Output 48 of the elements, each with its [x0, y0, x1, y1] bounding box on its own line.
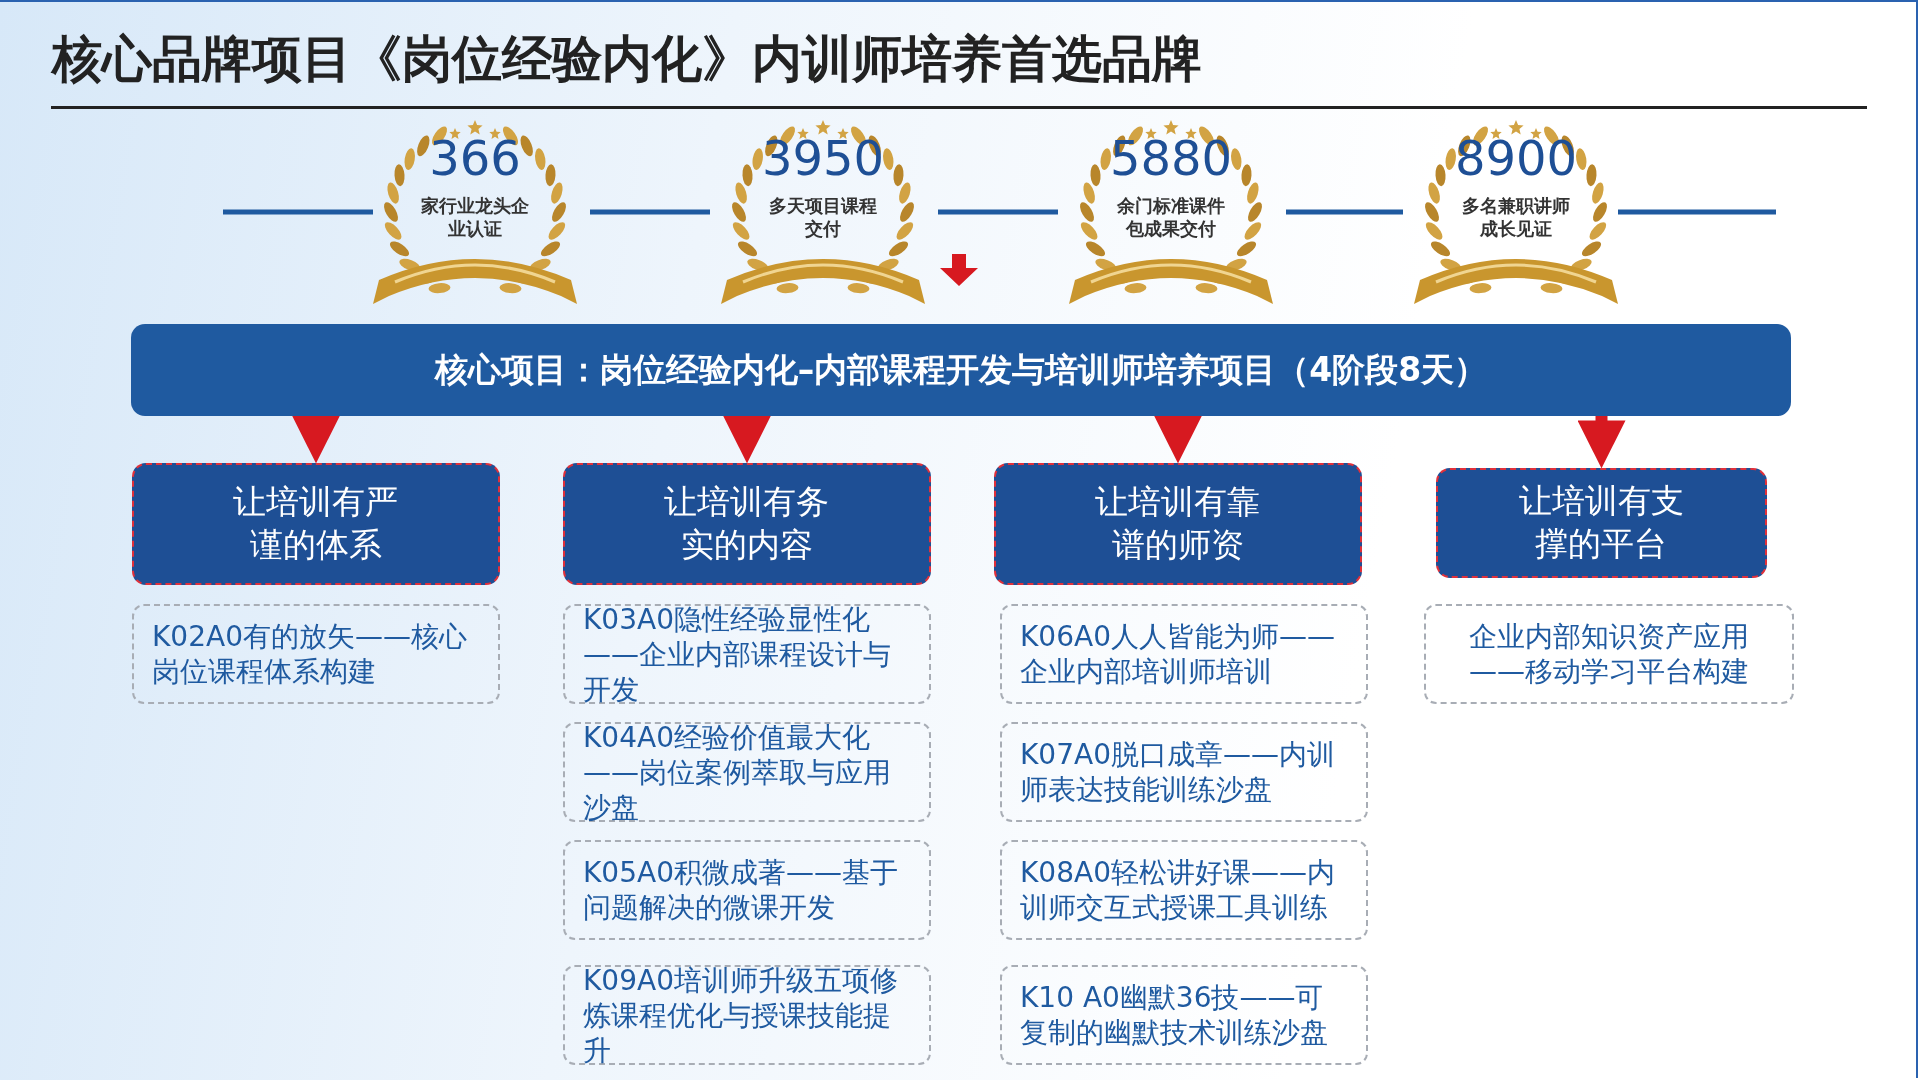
course-box [563, 604, 931, 704]
banner-band [131, 324, 1791, 416]
course-box [563, 965, 931, 1065]
badge-caption: 多天项目课程交付 [768, 194, 878, 241]
course-text: K09A0培训师升级五项修炼课程优化与授课技能提升 [583, 962, 899, 1068]
badge-number: 8900 [1453, 134, 1579, 182]
connector-line [223, 209, 373, 215]
arrow [292, 415, 340, 464]
course-text: K06A0人人皆能为师——企业内部培训师培训 [1020, 619, 1336, 689]
pillar-box [132, 463, 500, 585]
course-text: K05A0积微成著——基于问题解决的微课开发 [583, 855, 899, 925]
course-text: K07A0脱口成章——内训师表达技能训练沙盘 [1020, 737, 1336, 807]
course-box [1424, 604, 1794, 704]
course-text: K08A0轻松讲好课——内训师交互式授课工具训练 [1020, 855, 1336, 925]
course-box [1000, 840, 1368, 940]
course-box [563, 722, 931, 822]
connector-line [1618, 209, 1776, 215]
connector-line [1286, 209, 1403, 215]
arrow [1577, 416, 1626, 469]
connector-line [590, 209, 710, 215]
pillar-title: 让培训有支撑的平台 [1518, 480, 1685, 565]
course-box [1000, 604, 1368, 704]
badge-number: 366 [428, 134, 522, 182]
course-text: 企业内部知识资产应用——移动学习平台构建 [1468, 619, 1750, 689]
course-text: K10 A0幽默36技——可复制的幽默技术训练沙盘 [1020, 980, 1329, 1050]
pillar-box [563, 463, 931, 585]
course-box [1000, 965, 1368, 1065]
page-title: 核心品牌项目《岗位经验内化》内训师培养首选品牌 [52, 29, 1202, 90]
pillar-box [1436, 468, 1767, 578]
course-box [1000, 722, 1368, 822]
badge-caption: 多名兼职讲师成长见证 [1461, 194, 1571, 241]
badge-caption: 家行业龙头企业认证 [420, 194, 530, 241]
badge-number: 3950 [760, 134, 886, 182]
pillar-box [994, 463, 1362, 585]
badge-number: 5880 [1108, 134, 1234, 182]
banner-title: 核心项目：岗位经验内化–内部课程开发与培训师培养项目（4阶段8天） [434, 348, 1488, 391]
course-text: K03A0隐性经验显性化——企业内部课程设计与开发 [583, 601, 892, 707]
connector-line [938, 209, 1058, 215]
course-text: K04A0经验价值最大化——岗位案例萃取与应用沙盘 [583, 719, 892, 825]
badge-caption: 余门标准课件包成果交付 [1116, 194, 1226, 241]
course-text: K02A0有的放矢——核心岗位课程体系构建 [152, 619, 468, 689]
course-box [563, 840, 931, 940]
pillar-title: 让培训有务实的内容 [663, 481, 831, 566]
course-box [132, 604, 500, 704]
arrow [723, 415, 771, 464]
arrow [1154, 415, 1202, 464]
pillar-title: 让培训有严谨的体系 [232, 481, 400, 566]
pillar-title: 让培训有靠谱的师资 [1094, 481, 1262, 566]
